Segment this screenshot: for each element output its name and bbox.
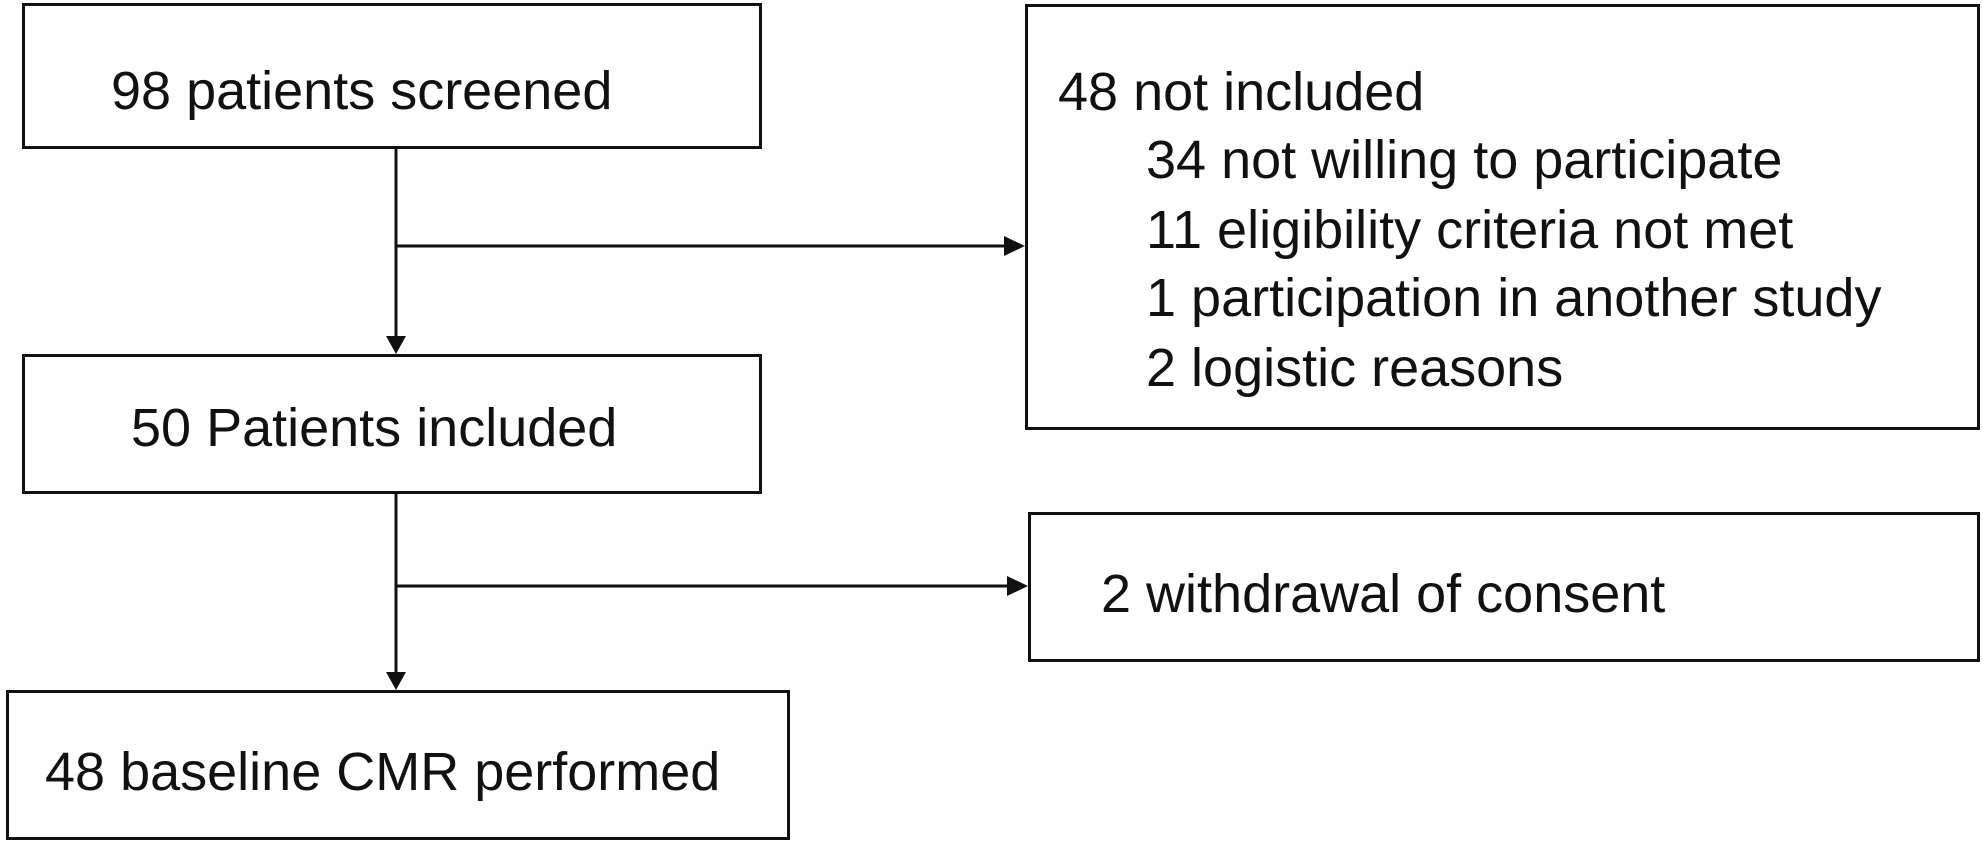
screened-box: 98 patients screened [22, 3, 762, 149]
screened-label: 98 patients screened [111, 61, 613, 121]
included-box: 50 Patients included [22, 354, 762, 494]
exclusion-reason: 1 participation in another study [1146, 268, 1882, 328]
not-included-title: 48 not included [1058, 62, 1425, 122]
withdrawal-box: 2 withdrawal of consent [1028, 512, 1980, 662]
arrowhead-not-included [1004, 236, 1025, 256]
arrowhead-withdrawal [1007, 576, 1028, 596]
exclusion-reason: 2 logistic reasons [1146, 338, 1564, 398]
baseline-cmr-label: 48 baseline CMR performed [45, 742, 721, 802]
included-label: 50 Patients included [131, 398, 618, 458]
arrowhead-cmr [386, 672, 406, 690]
arrowhead-included [386, 336, 406, 354]
withdrawal-label: 2 withdrawal of consent [1101, 564, 1666, 624]
baseline-cmr-box: 48 baseline CMR performed [6, 690, 790, 840]
exclusion-reason: 11 eligibility criteria not met [1146, 200, 1794, 260]
exclusion-reason: 34 not willing to participate [1146, 130, 1783, 190]
not-included-box: 48 not included 34 not willing to partic… [1025, 4, 1980, 430]
